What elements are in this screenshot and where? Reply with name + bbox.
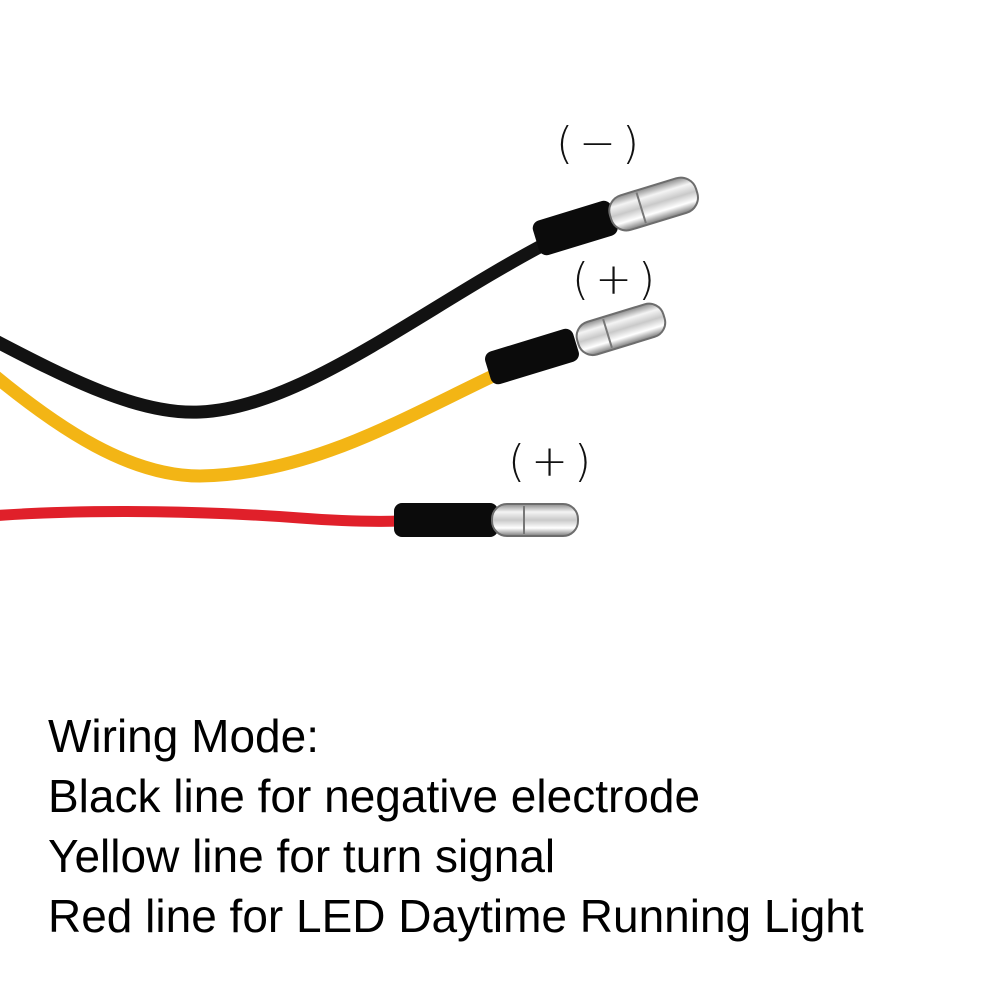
yellow-wire-assembly	[0, 302, 667, 483]
black-wire	[0, 237, 552, 419]
black-wire-polarity-label: (−)	[556, 118, 646, 169]
red-bullet-terminal	[491, 503, 579, 537]
yellow-wire	[0, 368, 502, 483]
red-line-description: Red line for LED Daytime Running Light	[48, 890, 864, 942]
black-wire-assembly	[0, 176, 699, 419]
red-wire	[0, 506, 406, 527]
wiring-mode-title: Wiring Mode:	[48, 710, 319, 762]
black-heat-shrink-sleeve	[532, 200, 618, 256]
yellow-heat-shrink-sleeve	[485, 328, 579, 385]
red-wire-assembly	[0, 503, 579, 537]
black-bullet-terminal	[608, 176, 699, 232]
yellow-line-description: Yellow line for turn signal	[48, 830, 556, 882]
wiring-diagram	[0, 176, 699, 537]
yellow-bullet-terminal	[575, 302, 667, 357]
red-wire-polarity-label: (+)	[508, 436, 598, 487]
wiring-instructions: Wiring Mode: Black line for negative ele…	[48, 706, 988, 946]
red-heat-shrink-sleeve	[394, 503, 498, 537]
black-line-description: Black line for negative electrode	[48, 770, 701, 822]
yellow-wire-polarity-label: (+)	[572, 254, 662, 305]
